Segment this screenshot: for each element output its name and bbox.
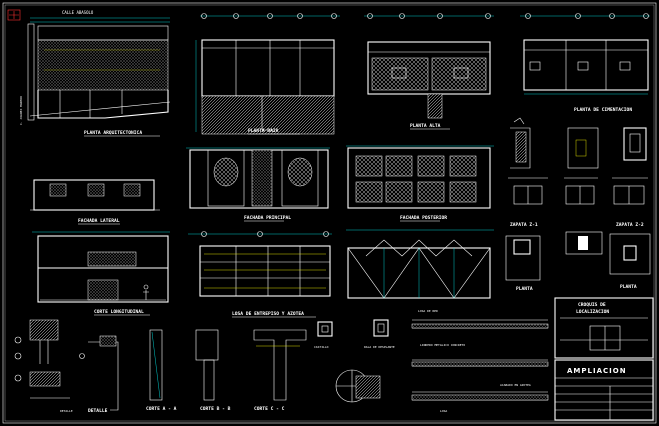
castillo-label: CASTILLO	[314, 345, 329, 349]
planta-alta-title: PLANTA ALTA	[410, 123, 441, 129]
acabado-label: ACABADO EN AZOTEA	[500, 383, 531, 387]
croquis-title-1: CROQUIS DE	[578, 302, 606, 308]
corte-c-label: CORTE C - C	[254, 406, 285, 412]
zapatas: ZAPATA Z-1 ZAPATA Z-2 PLANTA PLANTA	[505, 222, 651, 292]
detalle-b-label: DETALLE	[60, 409, 73, 413]
fachada-lat-title: FACHADA LATERAL	[78, 218, 120, 224]
armadura-cubierta	[346, 229, 494, 299]
corte-b-label: CORTE B - B	[200, 406, 231, 412]
corte-long-title: CORTE LONGITUDINAL	[94, 309, 144, 315]
fachada-post-title: FACHADA POSTERIOR	[400, 215, 447, 221]
cimentacion-details: PLANTA DE CIMENTACION	[508, 107, 648, 205]
logo-mark	[7, 9, 21, 21]
ampliacion-title: AMPLIACION	[567, 367, 627, 375]
planta-a-label: PLANTA	[516, 286, 533, 292]
zapata1-label: ZAPATA Z-1	[510, 222, 538, 228]
calle-side-label: C. JUAREZ MADERO	[19, 96, 23, 125]
detalle-a-label: DETALLE	[88, 408, 108, 414]
zapata2-label: ZAPATA Z-2	[616, 222, 644, 228]
losa-entrepiso: LOSA DE ENTREPISO Y AZOTEA	[188, 231, 332, 318]
losa-red-label: LOSA DE RED	[418, 309, 438, 313]
planta-baja: PLANTA BAJA	[195, 13, 340, 135]
corte-a-label: CORTE A - A	[146, 406, 177, 412]
lmc-label: LINDERO METALICO CONCRETO	[420, 343, 465, 347]
planta-b-label: PLANTA	[620, 284, 637, 290]
planta-arquitectonica: CALLE ABASOLO C. JUAREZ MADERO PLANTA AR…	[19, 10, 171, 137]
det-losa-label: LOSA	[440, 409, 447, 413]
fachada-prin-title: FACHADA PRINCIPAL	[244, 215, 291, 221]
title-block: AMPLIACION	[554, 359, 654, 421]
corte-longitudinal: CORTE LONGITUDINAL	[32, 231, 170, 316]
croquis-title-2: LOCALIZACION	[576, 309, 609, 315]
croquis-localizacion: CROQUIS DE LOCALIZACION	[554, 297, 654, 359]
fachada-principal: FACHADA PRINCIPAL	[186, 147, 330, 222]
planta-cim-title: PLANTA DE CIMENTACION	[574, 107, 632, 113]
planta-arq-title: PLANTA ARQUITECTONICA	[84, 130, 142, 136]
dala-label: DALA DE DESPLANTE	[364, 345, 395, 349]
losa-entrepiso-title: LOSA DE ENTREPISO Y AZOTEA	[232, 311, 304, 317]
sheet-border-inner	[4, 4, 655, 422]
fachada-lateral: FACHADA LATERAL	[30, 179, 160, 225]
planta-baja-title: PLANTA BAJA	[248, 128, 279, 134]
fachada-posterior: FACHADA POSTERIOR	[346, 145, 494, 222]
calle-label: CALLE ABASOLO	[62, 10, 94, 15]
planta-alta: PLANTA ALTA	[364, 13, 494, 130]
planta-azotea	[520, 13, 650, 95]
structural-details: DETALLE CORTE A - A CORTE B - B CORTE C …	[14, 309, 549, 414]
